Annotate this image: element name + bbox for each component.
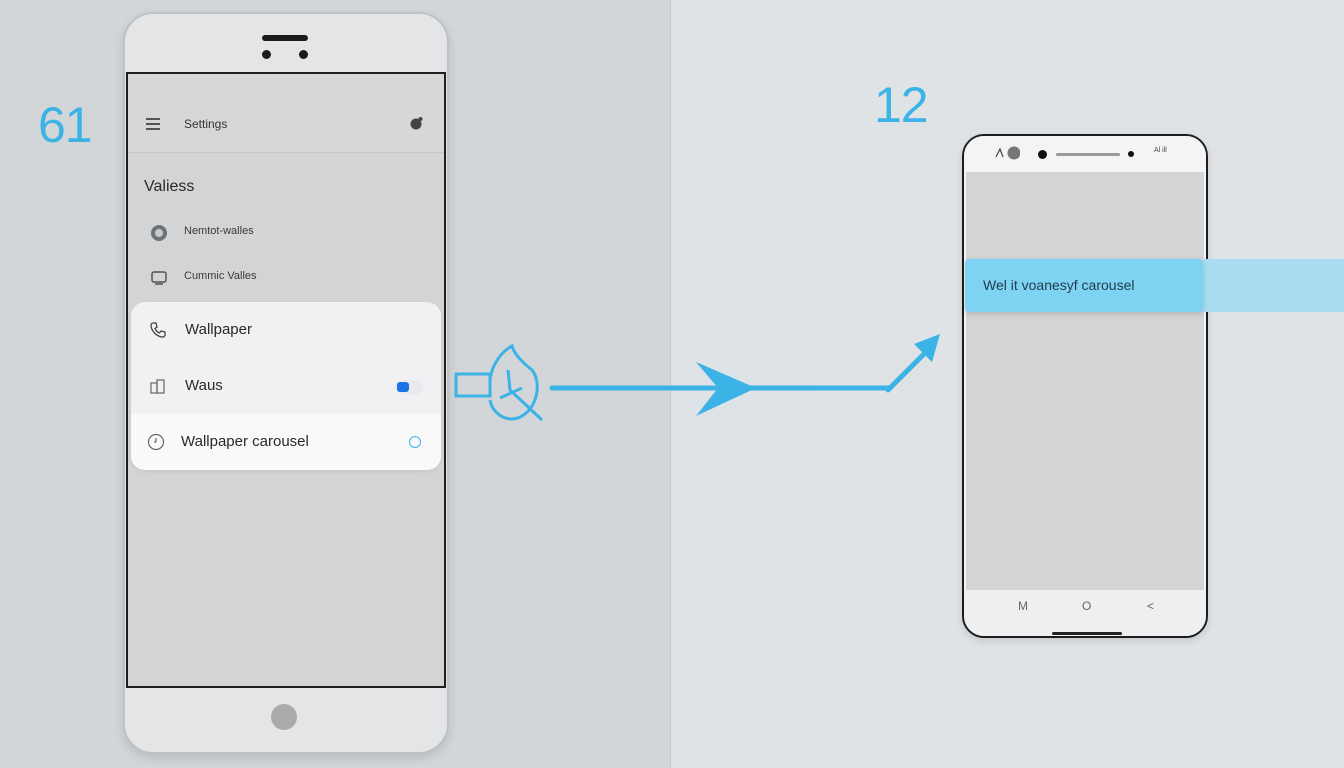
gesture-bar xyxy=(1052,632,1122,635)
wallpaper-label: Wallpaper xyxy=(185,321,252,338)
display-icon xyxy=(151,271,167,285)
back-nav-button[interactable]: < xyxy=(1147,599,1155,613)
list-item[interactable]: Nemtot-walles xyxy=(128,212,444,252)
list-item-label: Cummic Valles xyxy=(184,270,257,282)
notification-icons xyxy=(995,146,1020,160)
theme-icon xyxy=(151,225,167,241)
toast-highlight-extension xyxy=(1203,259,1344,312)
front-sensor xyxy=(299,50,308,59)
earpiece-speaker xyxy=(1056,153,1120,156)
home-nav-button[interactable]: O xyxy=(1082,599,1092,613)
earpiece-speaker xyxy=(262,35,308,41)
app-bar-title: Settings xyxy=(184,117,228,131)
recent-apps-button[interactable]: M xyxy=(1018,599,1028,613)
home-button[interactable] xyxy=(271,704,297,730)
hamburger-menu-icon[interactable] xyxy=(146,118,160,130)
phone-right-screen xyxy=(966,172,1204,590)
phone-left: Settings Valiess Nemtot-walles Cummic Va… xyxy=(123,12,449,754)
wallpaper-carousel-row[interactable]: Wallpaper carousel xyxy=(131,414,441,470)
section-title: Valiess xyxy=(144,178,195,195)
wallpaper-carousel-radio[interactable] xyxy=(409,436,421,448)
toast-notification[interactable]: Wel it voanesyf carousel xyxy=(965,259,1203,312)
settings-screen: Settings Valiess Nemtot-walles Cummic Va… xyxy=(126,72,446,688)
flow-arrow-icon xyxy=(549,334,940,416)
nav-bar: M O < xyxy=(964,590,1206,636)
wallpaper-row[interactable]: Wallpaper xyxy=(131,302,441,358)
clock-icon xyxy=(147,433,165,451)
toggle-knob xyxy=(397,382,409,392)
app-bar: Settings xyxy=(128,74,444,153)
options-card: Wallpaper Waus Wallpaper carousel xyxy=(131,302,441,470)
toast-text: Wel it voanesyf carousel xyxy=(983,277,1135,293)
waus-row[interactable]: Waus xyxy=(131,358,441,414)
list-item-label: Nemtot-walles xyxy=(184,225,254,237)
list-item[interactable]: Cummic Valles xyxy=(128,257,444,297)
status-bar: Al ill xyxy=(964,136,1206,172)
front-camera xyxy=(1038,150,1047,159)
profile-icon[interactable] xyxy=(410,116,424,130)
front-sensor xyxy=(1128,151,1134,157)
step-number-left: 61 xyxy=(38,97,93,153)
waus-toggle[interactable] xyxy=(395,380,423,394)
phone-right: Al ill M O < xyxy=(962,134,1208,638)
grid-icon xyxy=(150,379,165,394)
step-number-right: 12 xyxy=(874,77,929,133)
waus-label: Waus xyxy=(185,377,223,394)
front-camera xyxy=(262,50,271,59)
tap-gesture-icon xyxy=(454,343,544,422)
wallpaper-carousel-label: Wallpaper carousel xyxy=(181,433,309,450)
phone-icon xyxy=(150,322,166,338)
status-text: Al ill xyxy=(1154,147,1167,154)
